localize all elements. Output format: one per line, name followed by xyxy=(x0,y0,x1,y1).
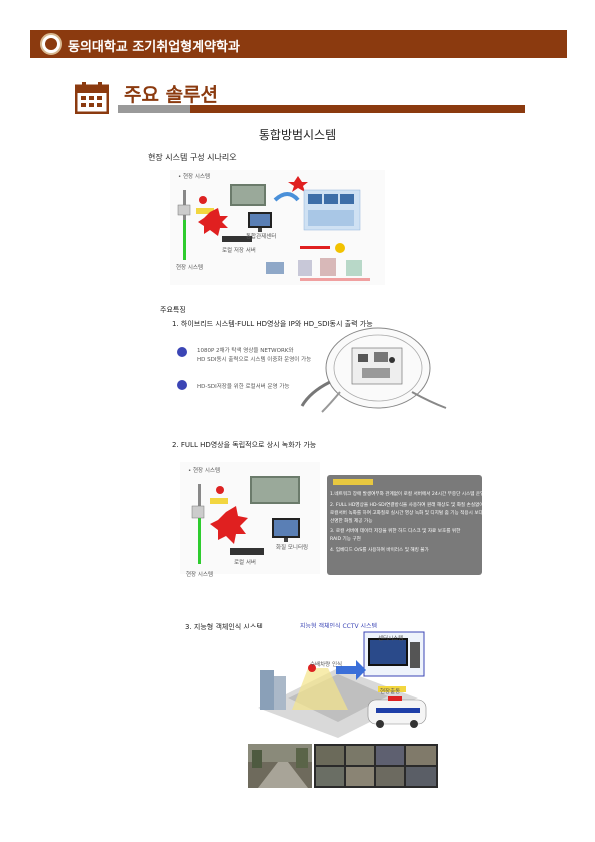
document-title: 통합방범시스템 xyxy=(258,128,337,142)
feature-1-text-c: HD-SDI저장을 위한 로컬서버 운영 가능 xyxy=(197,384,290,390)
recording-diagram xyxy=(180,462,320,574)
scenario-label: 현장 시스템 구성 시나리오 xyxy=(148,153,237,162)
fig2-field-label: • 현장 시스템 xyxy=(188,468,221,474)
bullet-dot xyxy=(177,347,187,357)
notes-header-highlight xyxy=(333,479,373,485)
scenario-diagram xyxy=(170,170,385,285)
feature-3-title: 3. 지능형 객체인식 시스템 xyxy=(185,623,263,631)
note-line: 2. FULL HD영상을 HD-SDI연결방식을 사용하여 원래 해상도 및 … xyxy=(330,503,484,508)
note-line: RAID 기능 구현 xyxy=(330,537,361,542)
note-line: 3. 로컬 서버에 데이터 저장을 위한 하드 디스크 및 자료 보호를 위한 xyxy=(330,529,461,534)
title-underline-grey xyxy=(118,105,190,113)
note-line: 선명한 화질 제공 가능 xyxy=(330,519,373,524)
calendar-icon xyxy=(75,82,109,114)
feature-2-notes-box xyxy=(327,475,482,575)
fig2-recorder-label: 로컬 서버 xyxy=(234,560,256,566)
seal-center xyxy=(45,38,57,50)
note-line: 4. 임베디드 O/S를 사용하여 바이러스 및 해킹 불가 xyxy=(330,548,429,553)
fig2-pole-label: 현장 시스템 xyxy=(186,572,214,578)
note-line: 로컬서버 녹화를 하여 고화질로 실시간 영상 녹화 및 디지털 줌 기능 적용… xyxy=(330,511,483,516)
cctv-photo-street xyxy=(248,744,312,788)
section-title: 주요 솔루션 xyxy=(124,84,219,106)
fig1-pole-label: 현장 시스템 xyxy=(176,265,204,271)
object-recognition-diagram xyxy=(248,628,438,738)
feature-2-title: 2. FULL HD영상을 독립적으로 상시 녹화가 가능 xyxy=(172,441,317,449)
header-bar xyxy=(30,30,567,58)
fig3-dispatch-label: 현장출동 xyxy=(380,689,401,695)
encoder-board-image xyxy=(300,327,447,413)
fig3-detect-label: 수배차량 인식 xyxy=(310,662,343,668)
fig1-recorder-label: 로컬 저장 서버 xyxy=(222,248,256,254)
cctv-photo-grid xyxy=(314,744,438,788)
feature-3-diagram-title: 지능형 객체인식 CCTV 시스템 xyxy=(300,623,378,630)
features-label: 주요특징 xyxy=(160,306,186,314)
fig2-monitor-label: 화질 모니터링 xyxy=(276,545,309,551)
fig1-monitor-label: 통합관제센터 xyxy=(246,234,277,240)
school-name: 동의대학교 조기취업형계약학과 xyxy=(68,40,240,55)
feature-1-title: 1. 하이브리드 시스템-FULL HD영상을 IP와 HD_SDI동시 출력 … xyxy=(172,320,373,328)
note-line: 1.네트워크 장애 발생여부와 관계없이 로컬 서버에서 24시간 무중단 시스… xyxy=(330,492,485,497)
bullet-dot xyxy=(177,380,187,390)
title-underline-brown xyxy=(190,105,525,113)
feature-1-text-a: 1080P 2채가 탁색 영상을 NETWORK와 xyxy=(197,348,294,354)
fig1-field-label: • 현장 시스템 xyxy=(178,174,211,180)
feature-1-text-b: HD SDI동시 출력으로 시스템 이중화 운영이 가능 xyxy=(197,357,312,363)
fig3-center-label: 센터시스템 xyxy=(378,636,404,642)
